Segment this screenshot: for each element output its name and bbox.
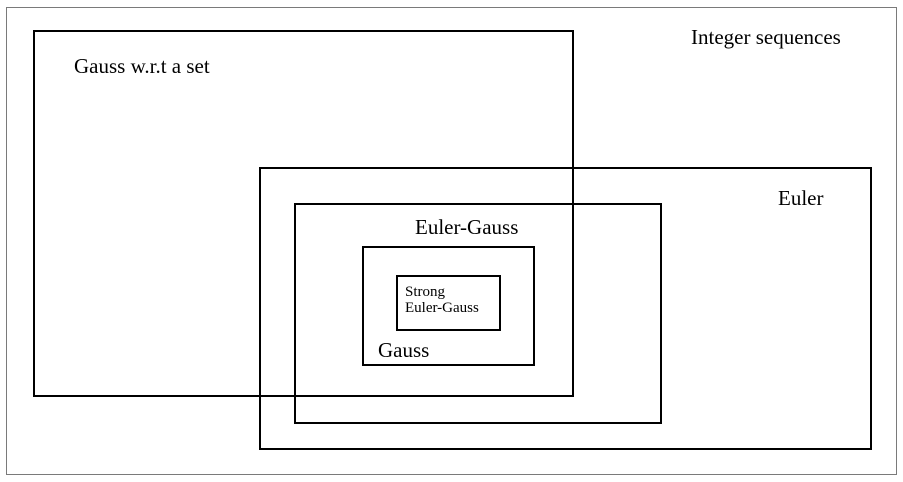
gauss-region xyxy=(362,246,535,366)
strong-euler-gauss-region xyxy=(396,275,501,331)
euler-gauss-label: Euler-Gauss xyxy=(415,215,519,239)
strong-euler-gauss-label-line1: Strong xyxy=(405,284,446,300)
integer-sequences-region xyxy=(6,7,897,475)
euler-gauss-region xyxy=(294,203,662,424)
strong-euler-gauss-label: Strong Euler-Gauss xyxy=(405,284,479,316)
gauss-wrt-set-region xyxy=(33,30,574,397)
integer-sequences-label: Integer sequences xyxy=(691,25,841,49)
gauss-wrt-set-label: Gauss w.r.t a set xyxy=(74,54,210,78)
gauss-label: Gauss xyxy=(378,338,430,362)
euler-label: Euler xyxy=(778,186,824,210)
strong-euler-gauss-label-line2: Euler-Gauss xyxy=(405,300,479,316)
euler-region xyxy=(259,167,872,450)
